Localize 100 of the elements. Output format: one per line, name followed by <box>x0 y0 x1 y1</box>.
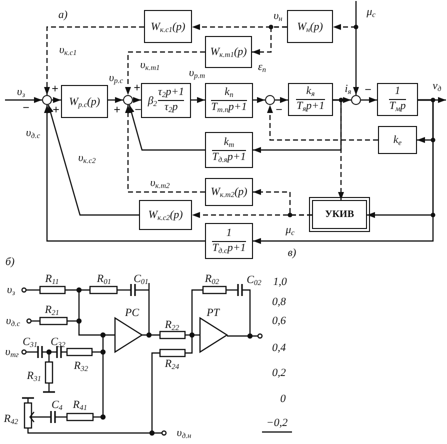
connector-arrow <box>353 1 359 95</box>
transfer-function-block <box>288 83 333 116</box>
component-label: C$_{02}$ <box>246 274 262 286</box>
summing-junction <box>265 95 275 105</box>
sign-label: − <box>134 103 142 117</box>
transfer-function-block <box>205 83 253 118</box>
scale-value: −0,2 <box>266 416 288 430</box>
component-label: РС <box>124 306 140 320</box>
signal-label: υ$_{д.с}$ <box>26 126 40 140</box>
signal-label: υ$_{з}$ <box>7 284 15 296</box>
numerator: k$_{т}$ <box>224 136 234 148</box>
scale-value: 0,6 <box>272 314 286 328</box>
component-label: R$_{41}$ <box>72 398 88 412</box>
scale-value: 0 <box>280 392 286 406</box>
scale-value: 0,8 <box>272 296 286 308</box>
transfer-function-block <box>141 83 191 118</box>
connector-arrow <box>48 104 139 216</box>
component-label: C$_{01}$ <box>134 272 148 286</box>
connector-arrow <box>128 104 205 151</box>
block-label: k$_{e}$ <box>393 134 402 146</box>
connector-arrow <box>191 97 205 103</box>
connector-arrow <box>133 97 141 103</box>
sign-label: − <box>22 101 30 115</box>
signal-label: υ$_{д.н}$ <box>176 426 192 440</box>
component-label: R$_{31}$ <box>26 370 42 382</box>
numerator: k$_{я}$ <box>306 86 315 98</box>
signal-label: i$_{я}$ <box>344 82 352 96</box>
block-label: W$_{н}$(p) <box>297 20 323 32</box>
sign-label: + <box>114 103 120 117</box>
component-label: C$_{4}$ <box>51 398 63 412</box>
sign-label: − <box>276 103 282 117</box>
component-label: R$_{32}$ <box>74 360 88 372</box>
component-label: R$_{21}$ <box>44 304 60 316</box>
transfer-function-block <box>139 200 192 230</box>
component-label: R$_{24}$ <box>164 358 180 370</box>
denominator: T$_{м}$p <box>389 101 406 113</box>
transfer-function-block <box>205 36 252 68</box>
scale-value: 0,2 <box>272 366 286 380</box>
connector-arrow <box>108 97 123 103</box>
sign-label: − <box>364 83 372 97</box>
denominator: T$_{т.п}$p+1 <box>211 102 247 114</box>
signal-label: υ$_{к.с2}$ <box>78 152 96 164</box>
denominator: τ$_{2}$p <box>164 102 178 114</box>
signal-label: υ$_{д.с}$ <box>6 314 20 328</box>
block-label: W$_{к.т2}$(p) <box>210 186 248 198</box>
sign-label: + <box>134 81 140 95</box>
summing-junction <box>351 95 361 105</box>
connector-arrow <box>252 26 287 55</box>
connector-arrow <box>275 97 288 103</box>
transfer-function-block <box>205 178 253 206</box>
transfer-function-block <box>144 10 192 43</box>
connector-arrow <box>44 26 144 95</box>
block-label: W$_{к.с1}$(p) <box>150 20 186 32</box>
transfer-function-block <box>205 132 253 168</box>
component-label: R$_{01}$ <box>96 272 112 286</box>
signal-label: μ$_{с}$ <box>286 224 294 236</box>
connector-arrow <box>44 105 205 242</box>
component-label: C$_{31}$ <box>22 336 38 348</box>
panel-label: а) <box>58 8 68 22</box>
summing-junction <box>42 95 52 105</box>
transfer-function-block <box>61 85 108 118</box>
block-label: УКИВ <box>324 209 354 220</box>
component-label: R$_{11}$ <box>45 272 59 286</box>
transfer-function-block <box>287 10 333 43</box>
scale-value: 1,0 <box>273 276 287 288</box>
signal-label: υ$_{р.т}$ <box>188 66 206 80</box>
scale-value: 0,4 <box>272 342 286 354</box>
component-label: C$_{32}$ <box>50 336 66 348</box>
signal-label: υ$_{к.с1}$ <box>59 44 77 56</box>
signal-label: υ$_{тг}$ <box>5 346 19 358</box>
numerator: τ$_{2}$p+1 <box>158 87 184 99</box>
transfer-function-block <box>312 200 367 229</box>
signal-label: υ$_{р.с}$ <box>108 72 124 84</box>
numerator: 1 <box>394 86 400 98</box>
connector-arrow <box>333 99 344 200</box>
connector-arrow <box>267 105 378 141</box>
sign-label: + <box>52 103 60 117</box>
signal-label: υ$_{н}$ <box>274 10 282 22</box>
component-label: R$_{22}$ <box>164 318 180 332</box>
sign-label: + <box>52 82 58 96</box>
denominator: T$_{д.я}$p+1 <box>212 152 246 164</box>
connector-arrow <box>361 97 377 103</box>
numerator: 1 <box>226 228 232 240</box>
connector-arrow <box>253 99 434 244</box>
connector-arrow <box>5 97 42 103</box>
block-label: W$_{р.с}$(p) <box>69 96 100 108</box>
connector-arrow <box>253 97 265 103</box>
block-label: W$_{к.с2}$(p) <box>148 209 183 221</box>
signal-label: υ$_{к.т1}$ <box>140 58 160 72</box>
panel-label: б) <box>5 256 15 268</box>
connector-arrow <box>192 212 312 218</box>
connector-arrow <box>125 51 205 95</box>
transfer-function-block <box>378 126 417 154</box>
connector-arrow <box>253 99 342 153</box>
connector-arrow <box>333 24 356 30</box>
numerator: k$_{п}$ <box>224 87 234 99</box>
transfer-function-block <box>377 83 418 116</box>
component-label: РТ <box>206 306 220 320</box>
connector-arrow <box>125 105 205 193</box>
component-label: R$_{42}$ <box>4 412 18 426</box>
